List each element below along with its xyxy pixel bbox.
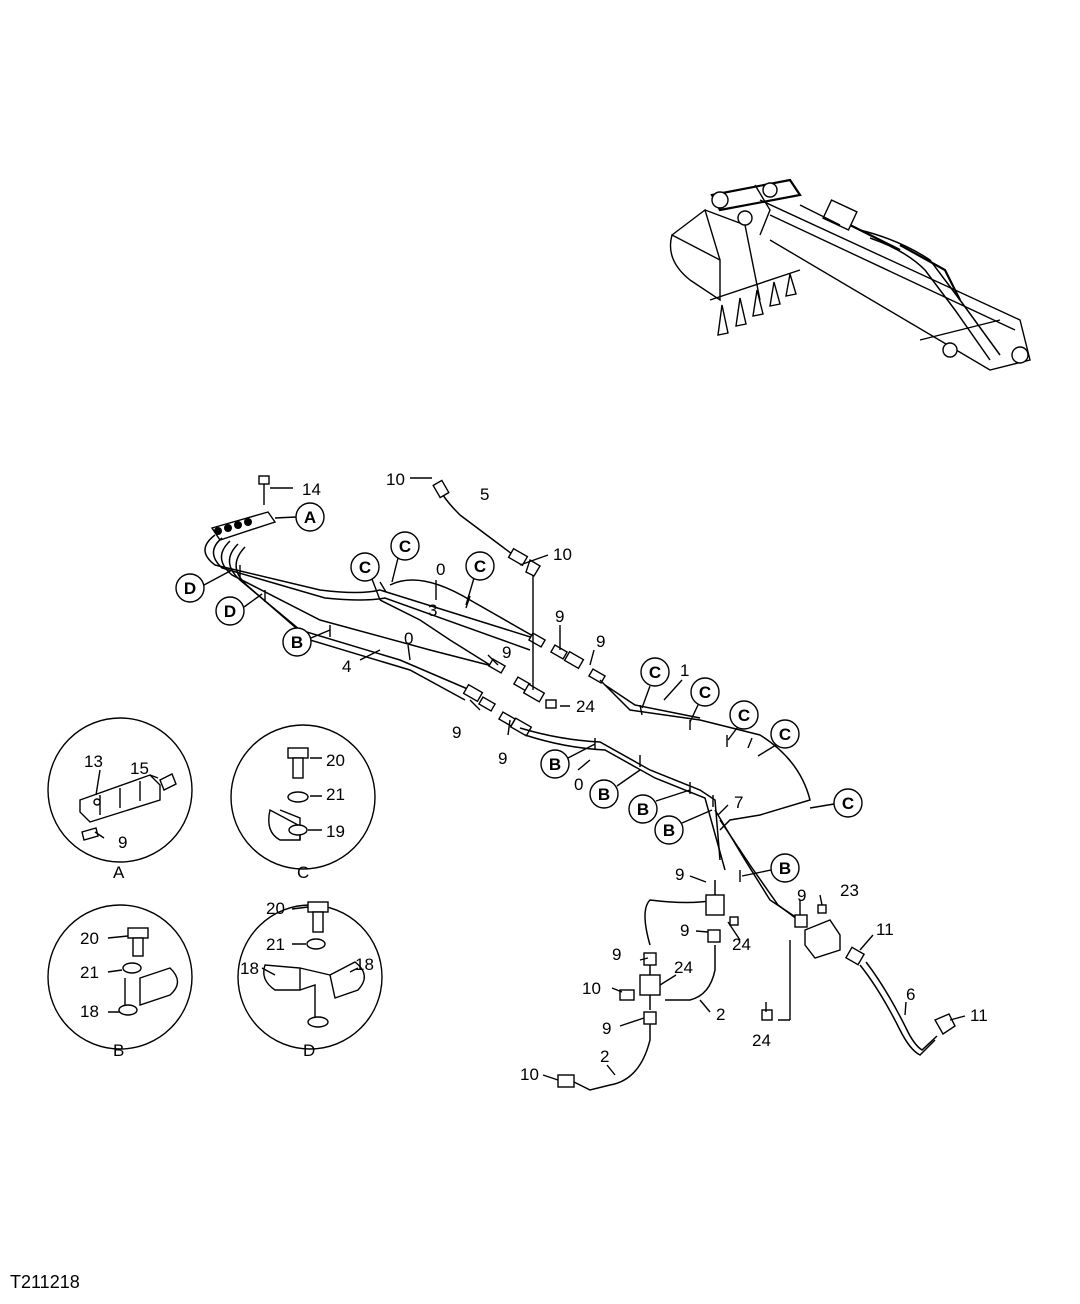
part-label: 9 <box>602 1019 611 1038</box>
callout-b: B <box>741 853 800 883</box>
part-label: 10 <box>386 470 405 489</box>
svg-text:C: C <box>699 683 711 702</box>
callout-c: C <box>689 677 720 723</box>
part-label: 9 <box>452 723 461 742</box>
detail-d-label: 18 <box>240 959 259 978</box>
part-label: 7 <box>734 793 743 812</box>
callout-c: C <box>465 551 495 606</box>
detail-c-label: 19 <box>326 822 345 841</box>
part-label: 9 <box>502 643 511 662</box>
svg-text:B: B <box>549 755 561 774</box>
part-label: 3 <box>428 601 437 620</box>
callout-b: B <box>540 743 596 779</box>
callout-b: B <box>589 769 641 809</box>
detail-b-label: 21 <box>80 963 99 982</box>
part-label: 6 <box>906 985 915 1004</box>
detail-view-c: 20 21 19 C <box>230 724 376 882</box>
detail-a-label: 9 <box>118 833 127 852</box>
main-hose-assembly <box>204 475 956 1091</box>
callout-c: C <box>390 531 420 583</box>
callout-b: B <box>282 627 331 657</box>
detail-c-label: 21 <box>326 785 345 804</box>
callout-b: B <box>628 789 691 824</box>
callout-c: C <box>640 657 670 709</box>
callout-b: B <box>654 809 713 845</box>
part-label: 10 <box>553 545 572 564</box>
svg-text:B: B <box>779 859 791 878</box>
part-label: 9 <box>675 865 684 884</box>
part-label: 9 <box>797 886 806 905</box>
svg-text:C: C <box>649 663 661 682</box>
detail-b-label: 20 <box>80 929 99 948</box>
machine-overview-illustration <box>669 178 1031 371</box>
part-label: 9 <box>498 749 507 768</box>
callout-d: D <box>175 569 233 603</box>
detail-b-label: 18 <box>80 1002 99 1021</box>
callout-d: D <box>215 593 263 626</box>
callout-a: A <box>274 502 325 532</box>
detail-b-caption: B <box>113 1041 124 1060</box>
callout-c: C <box>350 552 381 601</box>
part-label: 0 <box>436 560 445 579</box>
svg-text:B: B <box>637 800 649 819</box>
part-label: 9 <box>555 607 564 626</box>
detail-view-d: 20 21 18 18 D <box>237 899 383 1060</box>
detail-a-label: 13 <box>84 752 103 771</box>
callout-c: C <box>757 719 800 757</box>
svg-text:C: C <box>474 557 486 576</box>
detail-c-caption: C <box>297 863 309 882</box>
svg-text:B: B <box>291 633 303 652</box>
part-label: 0 <box>404 629 413 648</box>
detail-view-a: 13 15 9 A <box>47 717 193 882</box>
detail-d-label: 18 <box>355 955 374 974</box>
part-label: 9 <box>680 921 689 940</box>
svg-text:D: D <box>184 579 196 598</box>
leader-lines <box>270 477 966 1081</box>
detail-a-caption: A <box>113 863 125 882</box>
svg-text:A: A <box>304 508 316 527</box>
part-label: 9 <box>596 632 605 651</box>
callout-c: C <box>727 700 759 741</box>
part-label: 10 <box>520 1065 539 1084</box>
part-label: 11 <box>970 1006 988 1025</box>
svg-text:C: C <box>399 537 411 556</box>
part-label: 14 <box>302 480 321 499</box>
part-label: 5 <box>480 485 489 504</box>
part-label: 4 <box>342 657 351 676</box>
svg-text:C: C <box>779 725 791 744</box>
part-label: 24 <box>674 958 693 977</box>
part-label: 2 <box>716 1005 725 1024</box>
callout-c: C <box>809 788 863 818</box>
detail-a-label: 15 <box>130 759 149 778</box>
part-label: 24 <box>576 697 595 716</box>
callouts: A C C C D D B <box>175 502 863 883</box>
detail-d-caption: D <box>303 1041 315 1060</box>
part-label: 9 <box>612 945 621 964</box>
part-label: 24 <box>732 935 751 954</box>
detail-view-b: 20 21 18 B <box>47 904 193 1060</box>
part-label: 11 <box>876 920 894 939</box>
figure-id: T211218 <box>10 1272 80 1292</box>
part-label: 2 <box>600 1047 609 1066</box>
part-label: 10 <box>582 979 601 998</box>
detail-d-label: 21 <box>266 935 285 954</box>
svg-text:B: B <box>663 821 675 840</box>
svg-text:B: B <box>598 785 610 804</box>
part-label: 0 <box>574 775 583 794</box>
svg-text:C: C <box>359 558 371 577</box>
svg-text:C: C <box>738 706 750 725</box>
part-label: 24 <box>752 1031 771 1050</box>
detail-d-label: 20 <box>266 899 285 918</box>
svg-text:C: C <box>842 794 854 813</box>
part-label: 23 <box>840 881 859 900</box>
part-labels: 14 10 5 10 0 3 9 9 9 24 1 4 0 9 9 7 0 9 … <box>302 470 988 1084</box>
svg-text:D: D <box>224 602 236 621</box>
part-label: 1 <box>680 661 689 680</box>
detail-c-label: 20 <box>326 751 345 770</box>
